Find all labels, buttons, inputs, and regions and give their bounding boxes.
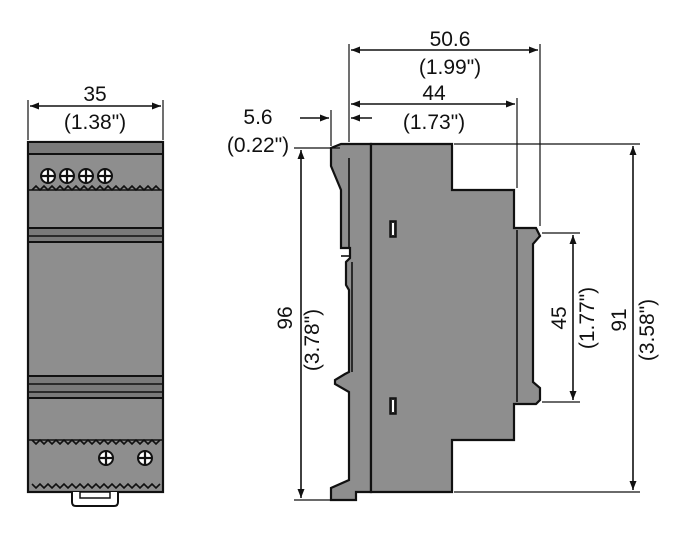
body-height-inch: (3.58") (636, 299, 659, 361)
front-bottom-screws (98, 450, 153, 466)
front-bottom-slots (28, 438, 163, 490)
dim-side-body-depth: 44 (1.73") (351, 82, 518, 188)
dim-rail-offset: 5.6 (0.22") (227, 106, 372, 157)
body-depth-inch: (1.73") (403, 111, 465, 134)
front-top-slots (31, 184, 161, 192)
overall-height-inch: (3.78") (301, 309, 324, 371)
front-lower-step (27, 375, 164, 399)
overall-height-value: 96 (274, 306, 297, 329)
screw-icon (59, 168, 75, 184)
screw-icon (98, 450, 114, 466)
screw-icon (97, 168, 113, 184)
total-depth-inch: (1.99") (419, 56, 481, 79)
total-depth-value: 50.6 (430, 28, 471, 51)
step-height-value: 45 (548, 306, 571, 329)
front-view (26, 140, 165, 507)
front-housing (26, 140, 165, 494)
dim-front-width: 35 (1.38") (27, 83, 164, 140)
rail-offset-inch: (0.22") (227, 134, 289, 157)
screw-icon (78, 168, 94, 184)
side-rail-clip (329, 142, 373, 502)
dim-side-total-depth: 50.6 (1.99") (348, 28, 541, 226)
step-height-inch: (1.77") (576, 287, 599, 349)
front-width-value: 35 (83, 83, 106, 106)
body-depth-value: 44 (422, 82, 446, 105)
front-width-inch: (1.38") (64, 111, 126, 134)
dim-overall-height: 96 (3.78") (274, 147, 340, 501)
screw-icon (137, 450, 153, 466)
front-upper-step (27, 227, 164, 243)
side-view (329, 142, 542, 502)
front-top-screws (40, 168, 113, 184)
body-height-value: 91 (608, 308, 631, 331)
side-housing (369, 142, 542, 494)
rail-offset-value: 5.6 (243, 106, 272, 129)
screw-icon (40, 168, 56, 184)
front-top-band (27, 141, 164, 155)
dim-body-height: 91 (3.58") (454, 143, 659, 493)
dim-front-step-height: 45 (1.77") (542, 232, 599, 403)
